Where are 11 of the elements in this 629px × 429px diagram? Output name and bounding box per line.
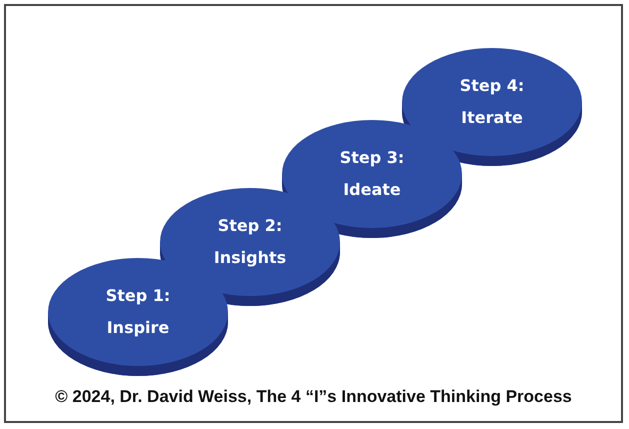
step-disc (281, 120, 463, 238)
caption: © 2024, Dr. David Weiss, The 4 “I”s Innovative Thinking Process (54, 387, 573, 407)
step-name: Ideate (343, 180, 401, 200)
step-number: Step 2: (218, 216, 282, 236)
step-number: Step 3: (340, 148, 404, 168)
step-number: Step 4: (460, 76, 524, 96)
step-name: Insights (214, 248, 286, 268)
step-name: Iterate (461, 108, 523, 128)
step-disc (401, 48, 583, 166)
step-number: Step 1: (106, 286, 170, 306)
step-name: Inspire (106, 318, 170, 338)
